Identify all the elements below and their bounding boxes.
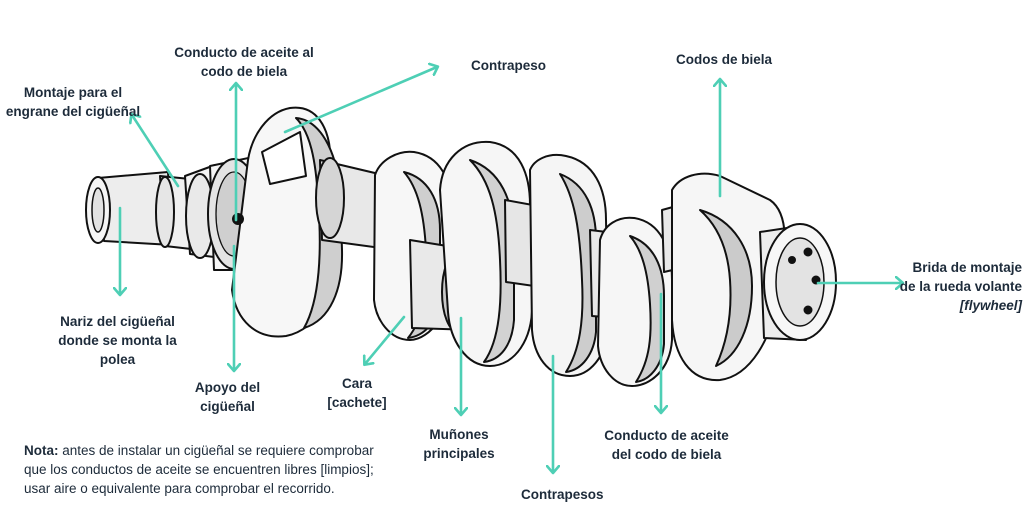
note-line-2: que los conductos de aceite se encuentre…	[24, 462, 374, 477]
label-nariz-cigueñal: Nariz del cigüeñal donde se monta la pol…	[58, 314, 177, 367]
label-contrapesos: Contrapesos	[521, 487, 604, 502]
label-contrapeso: Contrapeso	[471, 58, 547, 73]
label-codos-de-biela: Codos de biela	[676, 52, 773, 67]
annotation-arrows	[120, 67, 902, 472]
arrow-contrapeso	[283, 67, 437, 134]
label-muñones-principales: Muñones principales	[423, 427, 495, 461]
label-brida-rueda-volante: Brida de montaje de la rueda volante [fl…	[899, 260, 1022, 313]
label-cara-cachete: Cara [cachete]	[327, 376, 387, 410]
crankshaft-illustration	[85, 106, 837, 387]
arrow-cara	[365, 315, 406, 364]
note-line-1: antes de instalar un cigüeñal se requier…	[62, 443, 374, 458]
label-conducto-aceite-codo: Conducto de aceite al codo de biela	[174, 45, 314, 79]
crankshaft-nose	[85, 171, 201, 251]
note-prefix: Nota:	[24, 443, 59, 458]
label-apoyo-cigueñal: Apoyo del cigüeñal	[194, 380, 261, 414]
rear-flange	[759, 223, 837, 341]
label-montaje-engrane: Montaje para el engrane del cigüeñal	[5, 85, 141, 119]
oil-passage-dot	[232, 213, 244, 225]
installation-note: Nota: antes de instalar un cigüeñal se r…	[24, 441, 444, 498]
note-line-3: usar aire o equivalente para comprobar e…	[24, 481, 335, 496]
label-conducto-aceite-codo-biela: Conducto de aceite del codo de biela	[604, 428, 729, 462]
arrow-montaje	[132, 115, 180, 188]
